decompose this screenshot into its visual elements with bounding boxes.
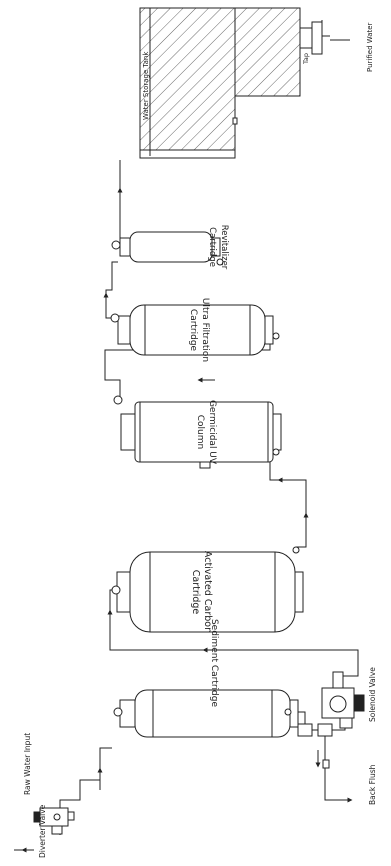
raw-water-input-label: Raw Water Input <box>23 733 32 795</box>
uv-label-2: Column <box>195 415 205 449</box>
revitalizer-cartridge <box>111 231 224 266</box>
uv-label-1: Germicidal UV <box>207 400 217 465</box>
storage-tank <box>139 7 323 159</box>
flow-arrows <box>21 187 351 853</box>
carbon-label-1: Activated Carbon <box>202 551 213 633</box>
revitalizer-label-1: Revitalizer <box>219 225 229 270</box>
carbon-cartridge <box>111 546 304 633</box>
back-flush-label: Back Flush <box>368 764 377 805</box>
revitalizer-label-2: Cartridge <box>207 227 217 267</box>
solenoid-valve-label: Solenoid Valve <box>368 667 377 722</box>
labels: Raw Water Input Diverter Valve Sediment … <box>23 22 377 858</box>
sediment-cartridge <box>113 689 299 738</box>
carbon-label-2: Cartridge <box>190 570 201 615</box>
diverter-valve-label: Diverter Valve <box>38 804 47 858</box>
uf-cartridge <box>110 304 280 356</box>
uv-column <box>113 395 282 469</box>
storage-tank-label: Water Storage Tank <box>142 51 150 120</box>
purified-water-label: Purified Water <box>366 22 374 72</box>
diverter-valve <box>33 807 75 835</box>
uf-label-1: Ultra Filtration <box>200 298 210 362</box>
uf-label-2: Cartridge <box>188 309 198 352</box>
tap-label: Tap <box>302 53 310 65</box>
solenoid-valve <box>321 671 365 729</box>
sediment-label: Sediment Cartridge <box>209 619 219 708</box>
back-flush-tee <box>297 723 353 803</box>
